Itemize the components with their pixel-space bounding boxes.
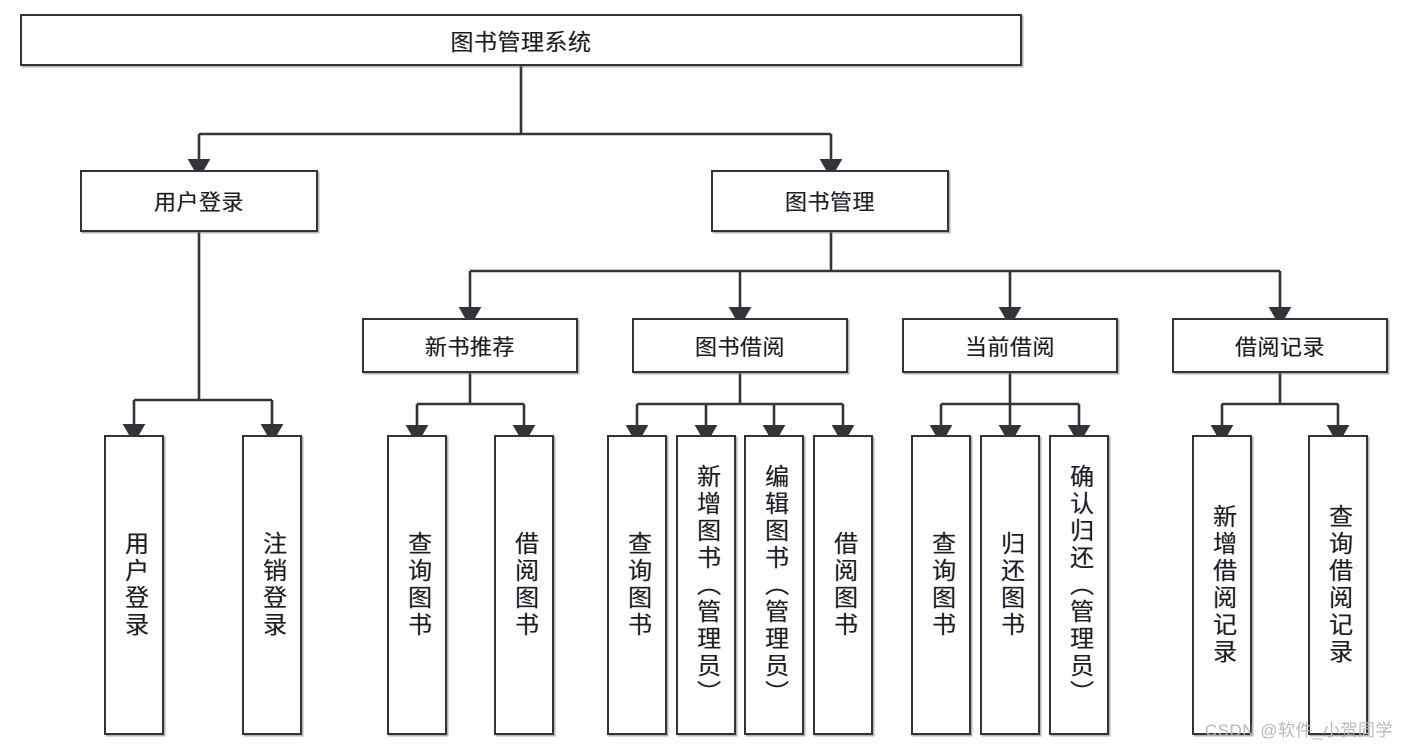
node-label: 归还图书 [996,531,1024,639]
node-label: 确认归还（管理员） [1065,463,1093,707]
leaf-current-borrow-confirm-return[interactable]: 确认归还（管理员） [1049,435,1109,735]
node-label: 图书管理系统 [450,29,592,55]
node-label: 编辑图书（管理员） [760,463,788,707]
node-label: 借阅记录 [1234,334,1325,360]
leaf-book-borrow-edit[interactable]: 编辑图书（管理员） [744,435,804,735]
node-label: 当前借阅 [964,334,1055,360]
node-label: 注销登录 [258,531,286,639]
node-label: 图书借阅 [694,334,785,360]
leaf-current-borrow-return[interactable]: 归还图书 [980,435,1040,735]
node-label: 借阅图书 [829,531,857,639]
node-label: 用户登录 [153,190,244,215]
node-borrow-record[interactable]: 借阅记录 [1172,318,1388,373]
node-label: 查询图书 [927,531,955,639]
node-label: 新增借阅记录 [1208,504,1236,666]
node-current-borrow[interactable]: 当前借阅 [902,318,1118,373]
leaf-current-borrow-query[interactable]: 查询图书 [911,435,971,735]
leaf-book-borrow-query[interactable]: 查询图书 [607,435,667,735]
leaf-book-borrow-add[interactable]: 新增图书（管理员） [676,435,736,735]
node-user-login[interactable]: 用户登录 [80,170,318,232]
node-label: 新书推荐 [424,334,515,360]
leaf-borrow-record-add[interactable]: 新增借阅记录 [1192,435,1252,735]
node-book-management[interactable]: 图书管理 [711,170,949,232]
node-label: 查询图书 [403,531,431,639]
leaf-new-book-query[interactable]: 查询图书 [387,435,447,735]
node-root-system[interactable]: 图书管理系统 [20,14,1022,66]
leaf-new-book-borrow[interactable]: 借阅图书 [494,435,554,735]
leaf-book-borrow-borrow[interactable]: 借阅图书 [813,435,873,735]
csdn-watermark: CSDN @软件_小贺同学 [1204,721,1393,740]
node-label: 查询图书 [623,531,651,639]
leaf-user-login-signin[interactable]: 用户登录 [104,435,164,735]
node-label: 借阅图书 [510,531,538,639]
node-label: 新增图书（管理员） [692,463,720,707]
leaf-borrow-record-query[interactable]: 查询借阅记录 [1308,435,1368,735]
node-label: 用户登录 [120,531,148,639]
node-new-book-recommend[interactable]: 新书推荐 [362,318,578,373]
leaf-user-login-signout[interactable]: 注销登录 [242,435,302,735]
node-label: 图书管理 [784,190,875,215]
node-book-borrow[interactable]: 图书借阅 [632,318,848,373]
node-label: 查询借阅记录 [1324,504,1352,666]
